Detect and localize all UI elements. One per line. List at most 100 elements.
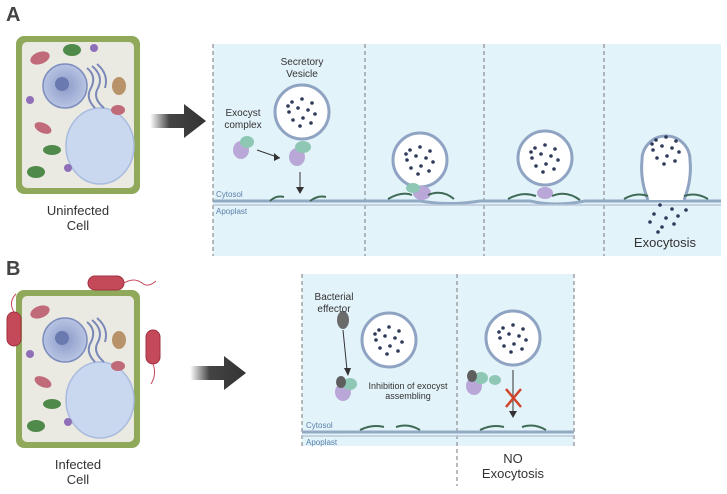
- exocyst-line1: Exocyst: [225, 108, 261, 119]
- no-exocytosis-line2: Exocytosis: [481, 465, 545, 481]
- effector-line1: Bacterial: [314, 292, 354, 303]
- cargo-dot: [497, 330, 501, 334]
- inhibition-x-icon: [505, 388, 522, 408]
- vesicle-b1: [360, 311, 418, 369]
- cargo-dot: [521, 327, 525, 331]
- cargo-dot: [552, 167, 556, 171]
- apoplast-label-a: Apoplast: [216, 207, 248, 216]
- cargo-dot: [400, 340, 404, 344]
- snares-a1: [269, 195, 327, 202]
- inhibition-line1: Inhibition of exocyst: [368, 381, 448, 391]
- cargo-dot: [660, 144, 664, 148]
- cargo-dot: [673, 159, 677, 163]
- bacteria: [6, 275, 161, 365]
- cargo-dot: [405, 158, 409, 162]
- cargo-dot: [533, 146, 537, 150]
- cargo-dot: [300, 97, 304, 101]
- exocytosis-label: Exocytosis: [633, 235, 697, 250]
- cargo-dot: [670, 146, 674, 150]
- cargo-dot: [427, 169, 431, 173]
- cargo-dot: [310, 101, 314, 105]
- cargo-dot: [378, 346, 382, 350]
- cargo-dot: [286, 104, 290, 108]
- released-cargo-dot: [684, 208, 688, 212]
- secretory-vesicle-label: Secretory Vesicle: [268, 57, 336, 80]
- cargo-dot: [654, 138, 658, 142]
- infected-cell: [16, 290, 140, 448]
- cargo-dot: [298, 124, 302, 128]
- panel-a-letter: A: [6, 4, 21, 26]
- panel-a-dividers: [212, 44, 605, 256]
- exocyst-complex-label: Exocyst complex: [216, 108, 270, 131]
- secretory-line1: Secretory: [280, 57, 324, 68]
- cargo-dot: [509, 350, 513, 354]
- cargo-dot: [664, 135, 668, 139]
- cargo-dot: [306, 108, 310, 112]
- cargo-dot: [662, 162, 666, 166]
- cargo-dot: [539, 152, 543, 156]
- cargo-dot: [507, 332, 511, 336]
- cargo-dot: [428, 149, 432, 153]
- cargo-dot: [418, 145, 422, 149]
- cargo-dot: [383, 334, 387, 338]
- effector-bound-exocyst: [335, 376, 357, 401]
- cargo-dot: [393, 336, 397, 340]
- cargo-dot: [373, 332, 377, 336]
- released-cargo-dot: [664, 216, 668, 220]
- bacterial-effector-label: Bacterial effector: [306, 292, 362, 315]
- cargo-dot: [431, 160, 435, 164]
- cargo-dot: [409, 166, 413, 170]
- cargo-dot: [501, 326, 505, 330]
- cytosol-label-a: Cytosol: [216, 190, 243, 199]
- panel-b-letter: B: [6, 258, 21, 280]
- released-cargo-dot: [658, 203, 662, 207]
- membrane-a: [213, 199, 721, 206]
- cargo-dot: [290, 100, 294, 104]
- cargo-dot: [524, 338, 528, 342]
- cargo-dot: [374, 338, 378, 342]
- cargo-dot: [553, 147, 557, 151]
- cargo-dot: [397, 329, 401, 333]
- arrow-a: [150, 104, 206, 138]
- cargo-dot: [396, 349, 400, 353]
- uninfected-label-line1: Uninfected: [46, 203, 110, 218]
- cargo-dot: [529, 150, 533, 154]
- no-exocytosis-line1: NO: [503, 451, 523, 466]
- released-cargo-dot: [656, 230, 660, 234]
- cargo-dot: [387, 325, 391, 329]
- cargo-dot: [377, 328, 381, 332]
- infected-label-line2: Cell: [66, 471, 90, 487]
- cargo-dot: [296, 106, 300, 110]
- cargo-dot: [556, 158, 560, 162]
- inhibition-line2: assembling: [385, 391, 431, 402]
- cargo-dot: [655, 156, 659, 160]
- cargo-dot: [520, 347, 524, 351]
- cargo-dot: [502, 344, 506, 348]
- cargo-dot: [651, 148, 655, 152]
- cargo-dot: [665, 154, 669, 158]
- no-exocytosis-label: NO Exocytosis: [466, 451, 560, 482]
- cargo-dot: [677, 150, 681, 154]
- cytosol-label-b: Cytosol: [306, 421, 333, 430]
- cargo-dot: [549, 154, 553, 158]
- released-cargo-dot: [660, 225, 664, 229]
- blocked-exocyst: [466, 370, 501, 395]
- cargo-dot: [674, 139, 678, 143]
- cargo-dot: [408, 148, 412, 152]
- cargo-dot: [512, 342, 516, 346]
- cargo-dot: [517, 334, 521, 338]
- inhibition-label: Inhibition of exocyst assembling: [358, 381, 458, 402]
- cargo-dot: [541, 170, 545, 174]
- panel-b-dividers: [301, 274, 575, 486]
- uninfected-label-line2: Cell: [66, 217, 90, 233]
- cargo-dot: [388, 344, 392, 348]
- cargo-dot: [530, 156, 534, 160]
- cargo-dot: [534, 164, 538, 168]
- cargo-dot: [404, 152, 408, 156]
- cargo-dot: [291, 118, 295, 122]
- cargo-dot: [511, 323, 515, 327]
- cargo-dot: [301, 116, 305, 120]
- vesicle-b2: [484, 309, 542, 367]
